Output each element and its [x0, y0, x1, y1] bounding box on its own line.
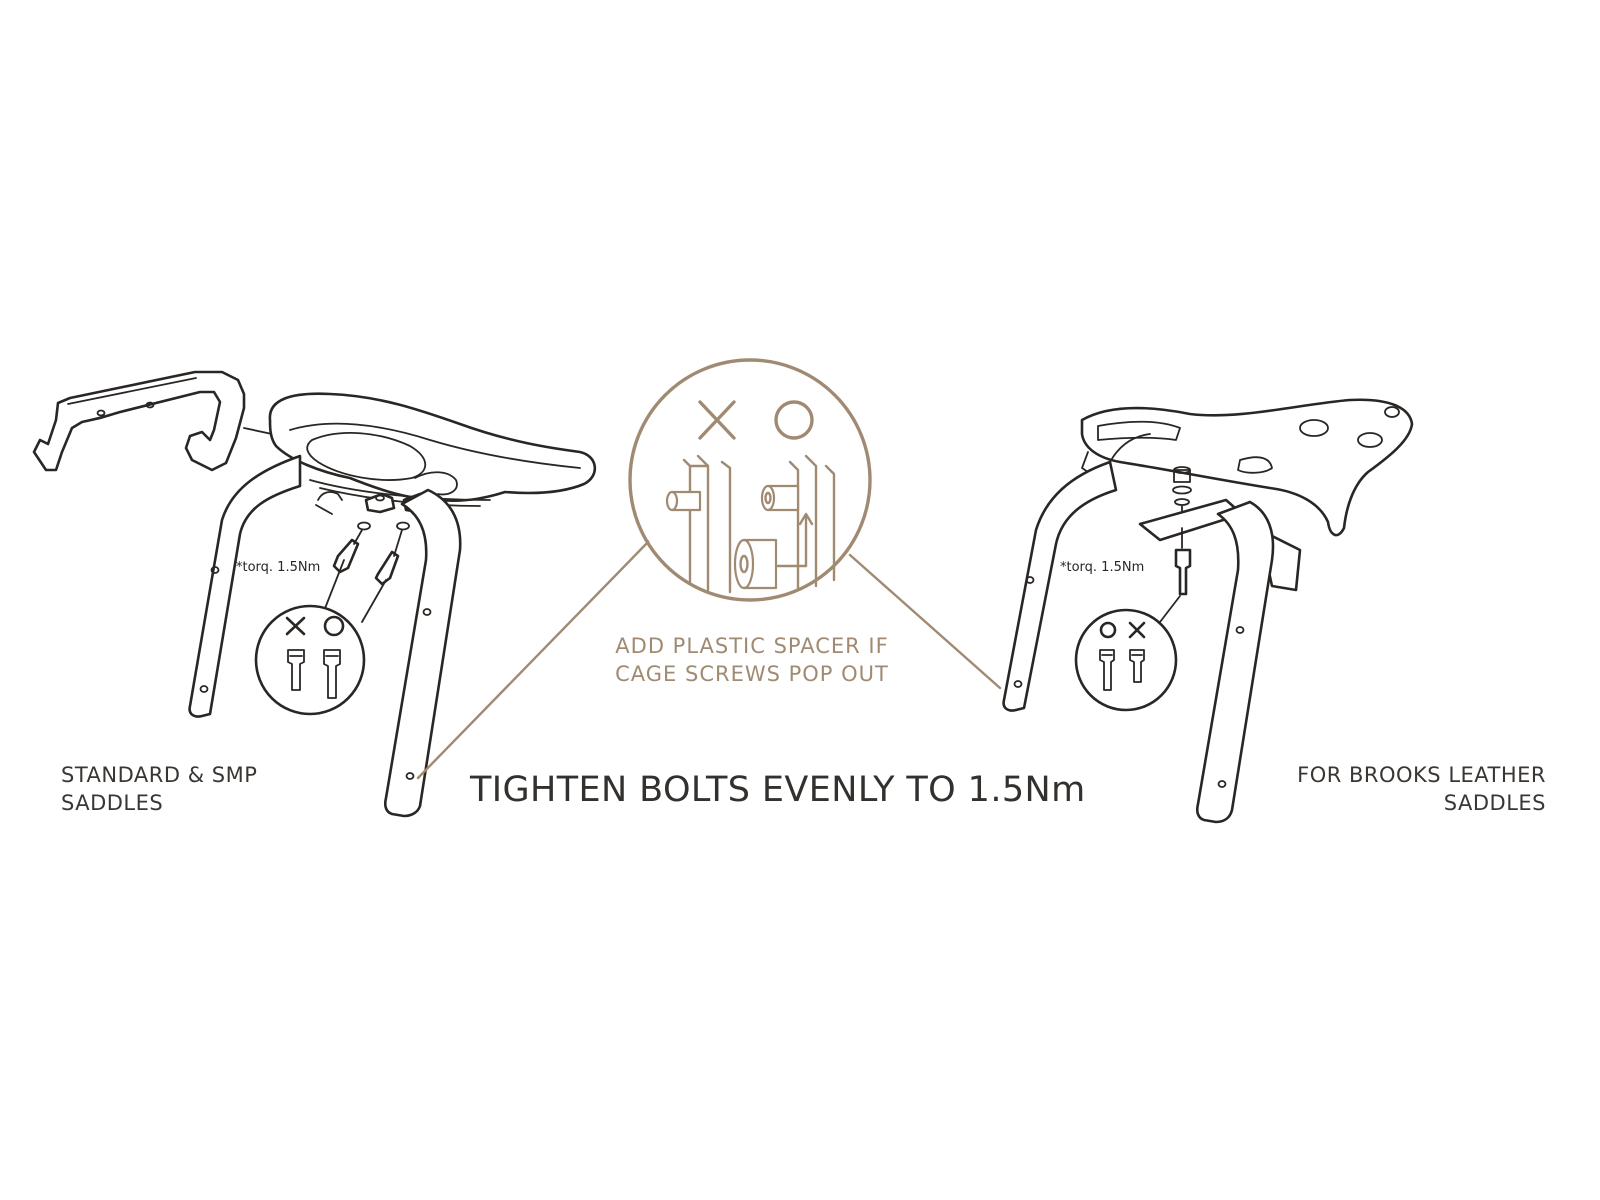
detached-bracket: [32, 370, 301, 472]
standard-saddle-assembly: [32, 370, 597, 818]
right-bolt-detail-circle: [1074, 608, 1178, 712]
standard-saddle: [268, 392, 597, 507]
left-bolt-detail-circle: [254, 559, 387, 716]
spacer-note-line-2: CAGE SCREWS POP OUT: [615, 662, 889, 686]
spacer-note: ADD PLASTIC SPACER IF CAGE SCREWS POP OU…: [592, 632, 912, 688]
spacer-note-line-1: ADD PLASTIC SPACER IF: [615, 634, 889, 658]
brooks-saddle-assembly: [1002, 398, 1414, 824]
brooks-saddle-label-line-2: SADDLES: [1443, 791, 1546, 815]
torque-label-right: *torq. 1.5Nm: [1060, 560, 1145, 575]
brooks-cage-arms: [1002, 433, 1275, 824]
standard-cage-arms: [188, 454, 462, 818]
spacer-detail: [416, 358, 1002, 780]
standard-saddle-label-line-2: SADDLES: [61, 791, 164, 815]
brooks-bolt-stack: [1138, 466, 1244, 623]
standard-saddle-label-line-1: STANDARD & SMP: [61, 763, 258, 787]
torque-label-left: *torq. 1.5Nm: [236, 560, 321, 575]
standard-saddle-label: STANDARD & SMP SADDLES: [61, 761, 257, 817]
main-instruction: TIGHTEN BOLTS EVENLY TO 1.5Nm: [470, 770, 1086, 810]
brooks-saddle-label: FOR BROOKS LEATHER SADDLES: [1297, 761, 1546, 817]
brooks-saddle-label-line-1: FOR BROOKS LEATHER: [1297, 763, 1546, 787]
